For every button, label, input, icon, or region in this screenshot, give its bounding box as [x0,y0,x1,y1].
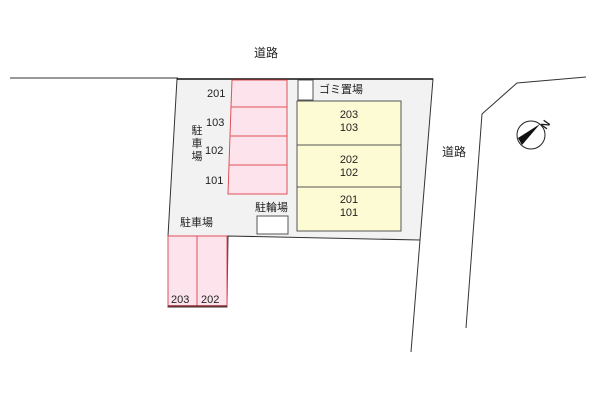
unit-lower: 101 [339,207,359,219]
unit-upper: 203 [339,109,359,121]
garbage-area-box [297,79,314,101]
unit-upper: 202 [339,154,359,166]
parking-left-spaces [227,79,288,195]
unit-upper: 201 [339,194,359,206]
bicycle-area-label: 駐輪場 [255,201,288,214]
unit-lower: 102 [339,167,359,179]
compass-icon [516,120,546,150]
building-unit-label: 202 102 [297,154,401,180]
parking-left-label: 駐車場 [191,124,203,163]
parking-space-label: 201 [207,88,226,100]
parking-space-label: 102 [205,145,224,157]
bicycle-area-box [256,215,289,235]
parking-space-label: 202 [201,294,220,306]
unit-lower: 103 [339,122,359,134]
parking-space-label: 103 [206,117,225,129]
garbage-area-label: ゴミ置場 [319,83,363,96]
road-label-top: 道路 [254,46,279,60]
building-unit-label: 203 103 [297,109,401,135]
building-unit-label: 201 101 [297,194,401,220]
parking-space-label: 203 [171,294,190,306]
parking-space-label: 101 [205,175,224,187]
right-road-edge [465,76,587,329]
parking-bottom-label: 駐車場 [180,216,213,229]
road-label-right: 道路 [442,145,467,159]
right-lot-edge [410,239,421,353]
building-units [296,100,402,232]
parking-bottom-spaces [167,235,228,307]
